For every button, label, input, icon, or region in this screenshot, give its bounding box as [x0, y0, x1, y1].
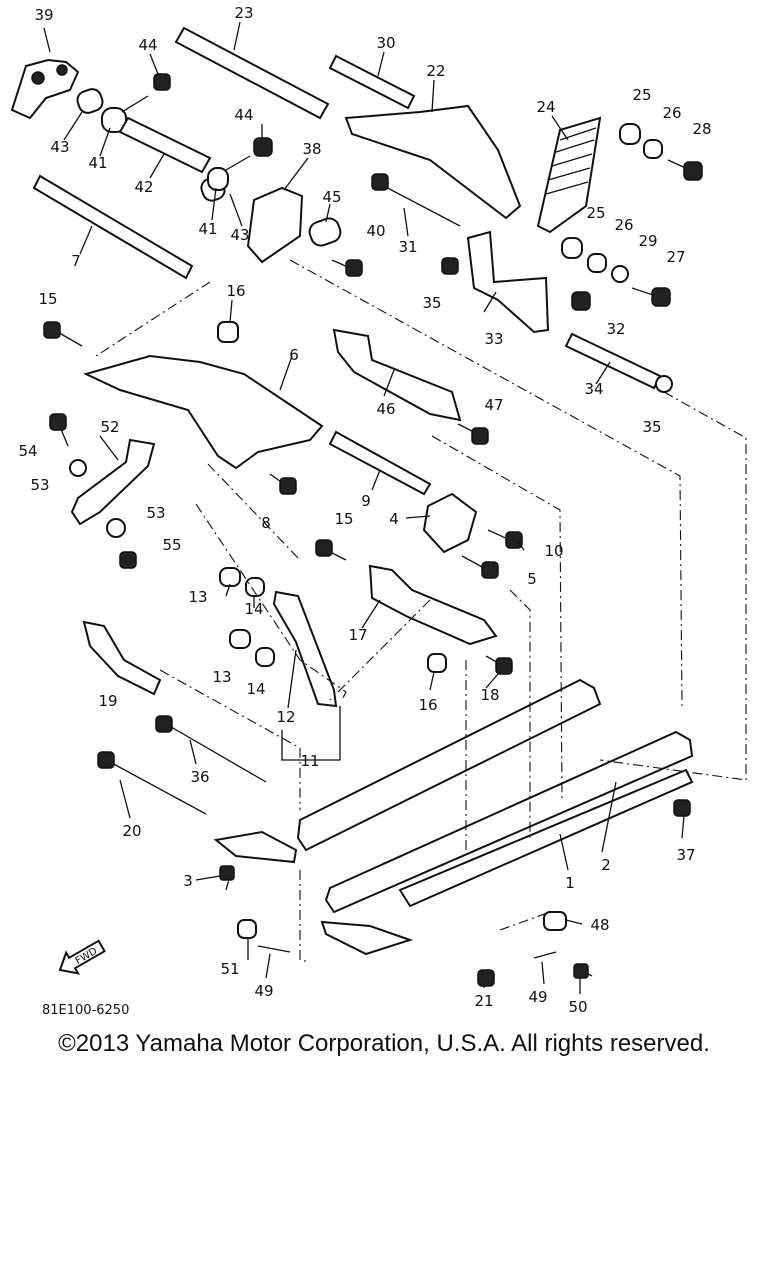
- callout-9: 9: [361, 492, 371, 510]
- part-2-slide-rail: [324, 730, 694, 914]
- callout-23: 23: [234, 4, 253, 22]
- part-4-plate: [422, 492, 478, 554]
- part-9-shaft: [328, 430, 432, 496]
- callout-6: 6: [289, 346, 299, 364]
- callout-53: 53: [30, 476, 49, 494]
- part-22-frame: [344, 104, 522, 220]
- callout-49-b: 49: [528, 988, 547, 1006]
- callout-8: 8: [261, 514, 271, 532]
- callout-30: 30: [376, 34, 395, 52]
- callout-3: 3: [183, 872, 193, 890]
- callout-14-b: 14: [246, 680, 265, 698]
- callout-11: 11: [300, 752, 319, 770]
- callout-35: 35: [422, 294, 441, 312]
- callout-35-b: 35: [642, 418, 661, 436]
- callout-55: 55: [162, 536, 181, 554]
- callout-10: 10: [544, 542, 563, 560]
- callout-24: 24: [536, 98, 555, 116]
- parts: [10, 26, 703, 987]
- callout-41: 41: [88, 154, 107, 172]
- part-7-shaft: [32, 174, 194, 280]
- part-43-collar: [76, 88, 104, 114]
- callout-13-b: 13: [212, 668, 231, 686]
- callout-54: 54: [18, 442, 37, 460]
- callout-52: 52: [100, 418, 119, 436]
- callout-15-b: 15: [334, 510, 353, 528]
- parts-diagram: FWD 39 23 44 30 22 24 25 26 28 43 41 44 …: [10, 4, 747, 1016]
- callout-44-b: 44: [234, 106, 253, 124]
- part-1-slide-rail: [296, 678, 602, 852]
- fwd-arrow: FWD: [58, 939, 106, 975]
- callout-43: 43: [50, 138, 69, 156]
- callout-25-b: 25: [586, 204, 605, 222]
- callout-37: 37: [676, 846, 695, 864]
- callout-46: 46: [376, 400, 395, 418]
- callout-29: 29: [638, 232, 657, 250]
- callout-5: 5: [527, 570, 537, 588]
- callout-21: 21: [474, 992, 493, 1010]
- callout-1: 1: [565, 874, 575, 892]
- callout-44: 44: [138, 36, 157, 54]
- callout-33: 33: [484, 330, 503, 348]
- callout-40: 40: [366, 222, 385, 240]
- callout-7: 7: [71, 252, 81, 270]
- callout-26: 26: [662, 104, 681, 122]
- callout-47: 47: [484, 396, 503, 414]
- callout-19: 19: [98, 692, 117, 710]
- callout-14: 14: [244, 600, 263, 618]
- part-33-bracket: [466, 230, 550, 334]
- part-34-shaft: [564, 332, 662, 390]
- part-12-shock: [272, 590, 338, 708]
- leaders: [43, 21, 685, 994]
- callout-41-b: 41: [198, 220, 217, 238]
- callout-18: 18: [480, 686, 499, 704]
- part-19-bracket: [82, 620, 162, 696]
- callout-13: 13: [188, 588, 207, 606]
- callout-16: 16: [226, 282, 245, 300]
- callout-22: 22: [426, 62, 445, 80]
- drawing-code: 81E100-6250: [42, 1003, 130, 1018]
- callout-27: 27: [666, 248, 685, 266]
- callout-43-b: 43: [230, 226, 249, 244]
- callout-2: 2: [601, 856, 611, 874]
- part-30-shaft: [328, 54, 416, 110]
- part-23-shaft: [174, 26, 330, 120]
- callout-42: 42: [134, 178, 153, 196]
- copyright-notice: ©2013 Yamaha Motor Corporation, U.S.A. A…: [58, 1030, 710, 1057]
- callout-53-b: 53: [146, 504, 165, 522]
- callout-36: 36: [190, 768, 209, 786]
- callout-32: 32: [606, 320, 625, 338]
- assembly-lines: [95, 259, 747, 963]
- part-39-bracket: [10, 58, 80, 120]
- callout-51: 51: [220, 960, 239, 978]
- callout-17: 17: [348, 626, 367, 644]
- callout-12: 12: [276, 708, 295, 726]
- callouts: 39 23 44 30 22 24 25 26 28 43 41 44 38 4…: [18, 4, 711, 1016]
- callout-26-b: 26: [614, 216, 633, 234]
- callout-50: 50: [568, 998, 587, 1016]
- part-24-shock: [536, 116, 602, 234]
- callout-49: 49: [254, 982, 273, 1000]
- callout-48: 48: [590, 916, 609, 934]
- callout-39: 39: [34, 6, 53, 24]
- part-46-axle: [332, 328, 462, 422]
- callout-45: 45: [322, 188, 341, 206]
- callout-16-b: 16: [418, 696, 437, 714]
- callout-28: 28: [692, 120, 711, 138]
- callout-34: 34: [584, 380, 603, 398]
- callout-38: 38: [302, 140, 321, 158]
- part-38-plate: [246, 186, 304, 264]
- callout-31: 31: [398, 238, 417, 256]
- part-6-swing-arm: [83, 354, 324, 470]
- callout-20: 20: [122, 822, 141, 840]
- part-17-axle: [368, 564, 498, 646]
- part-52-link: [70, 438, 156, 526]
- callout-15: 15: [38, 290, 57, 308]
- callout-25: 25: [632, 86, 651, 104]
- part-42-shaft: [118, 116, 212, 174]
- callout-4: 4: [389, 510, 399, 528]
